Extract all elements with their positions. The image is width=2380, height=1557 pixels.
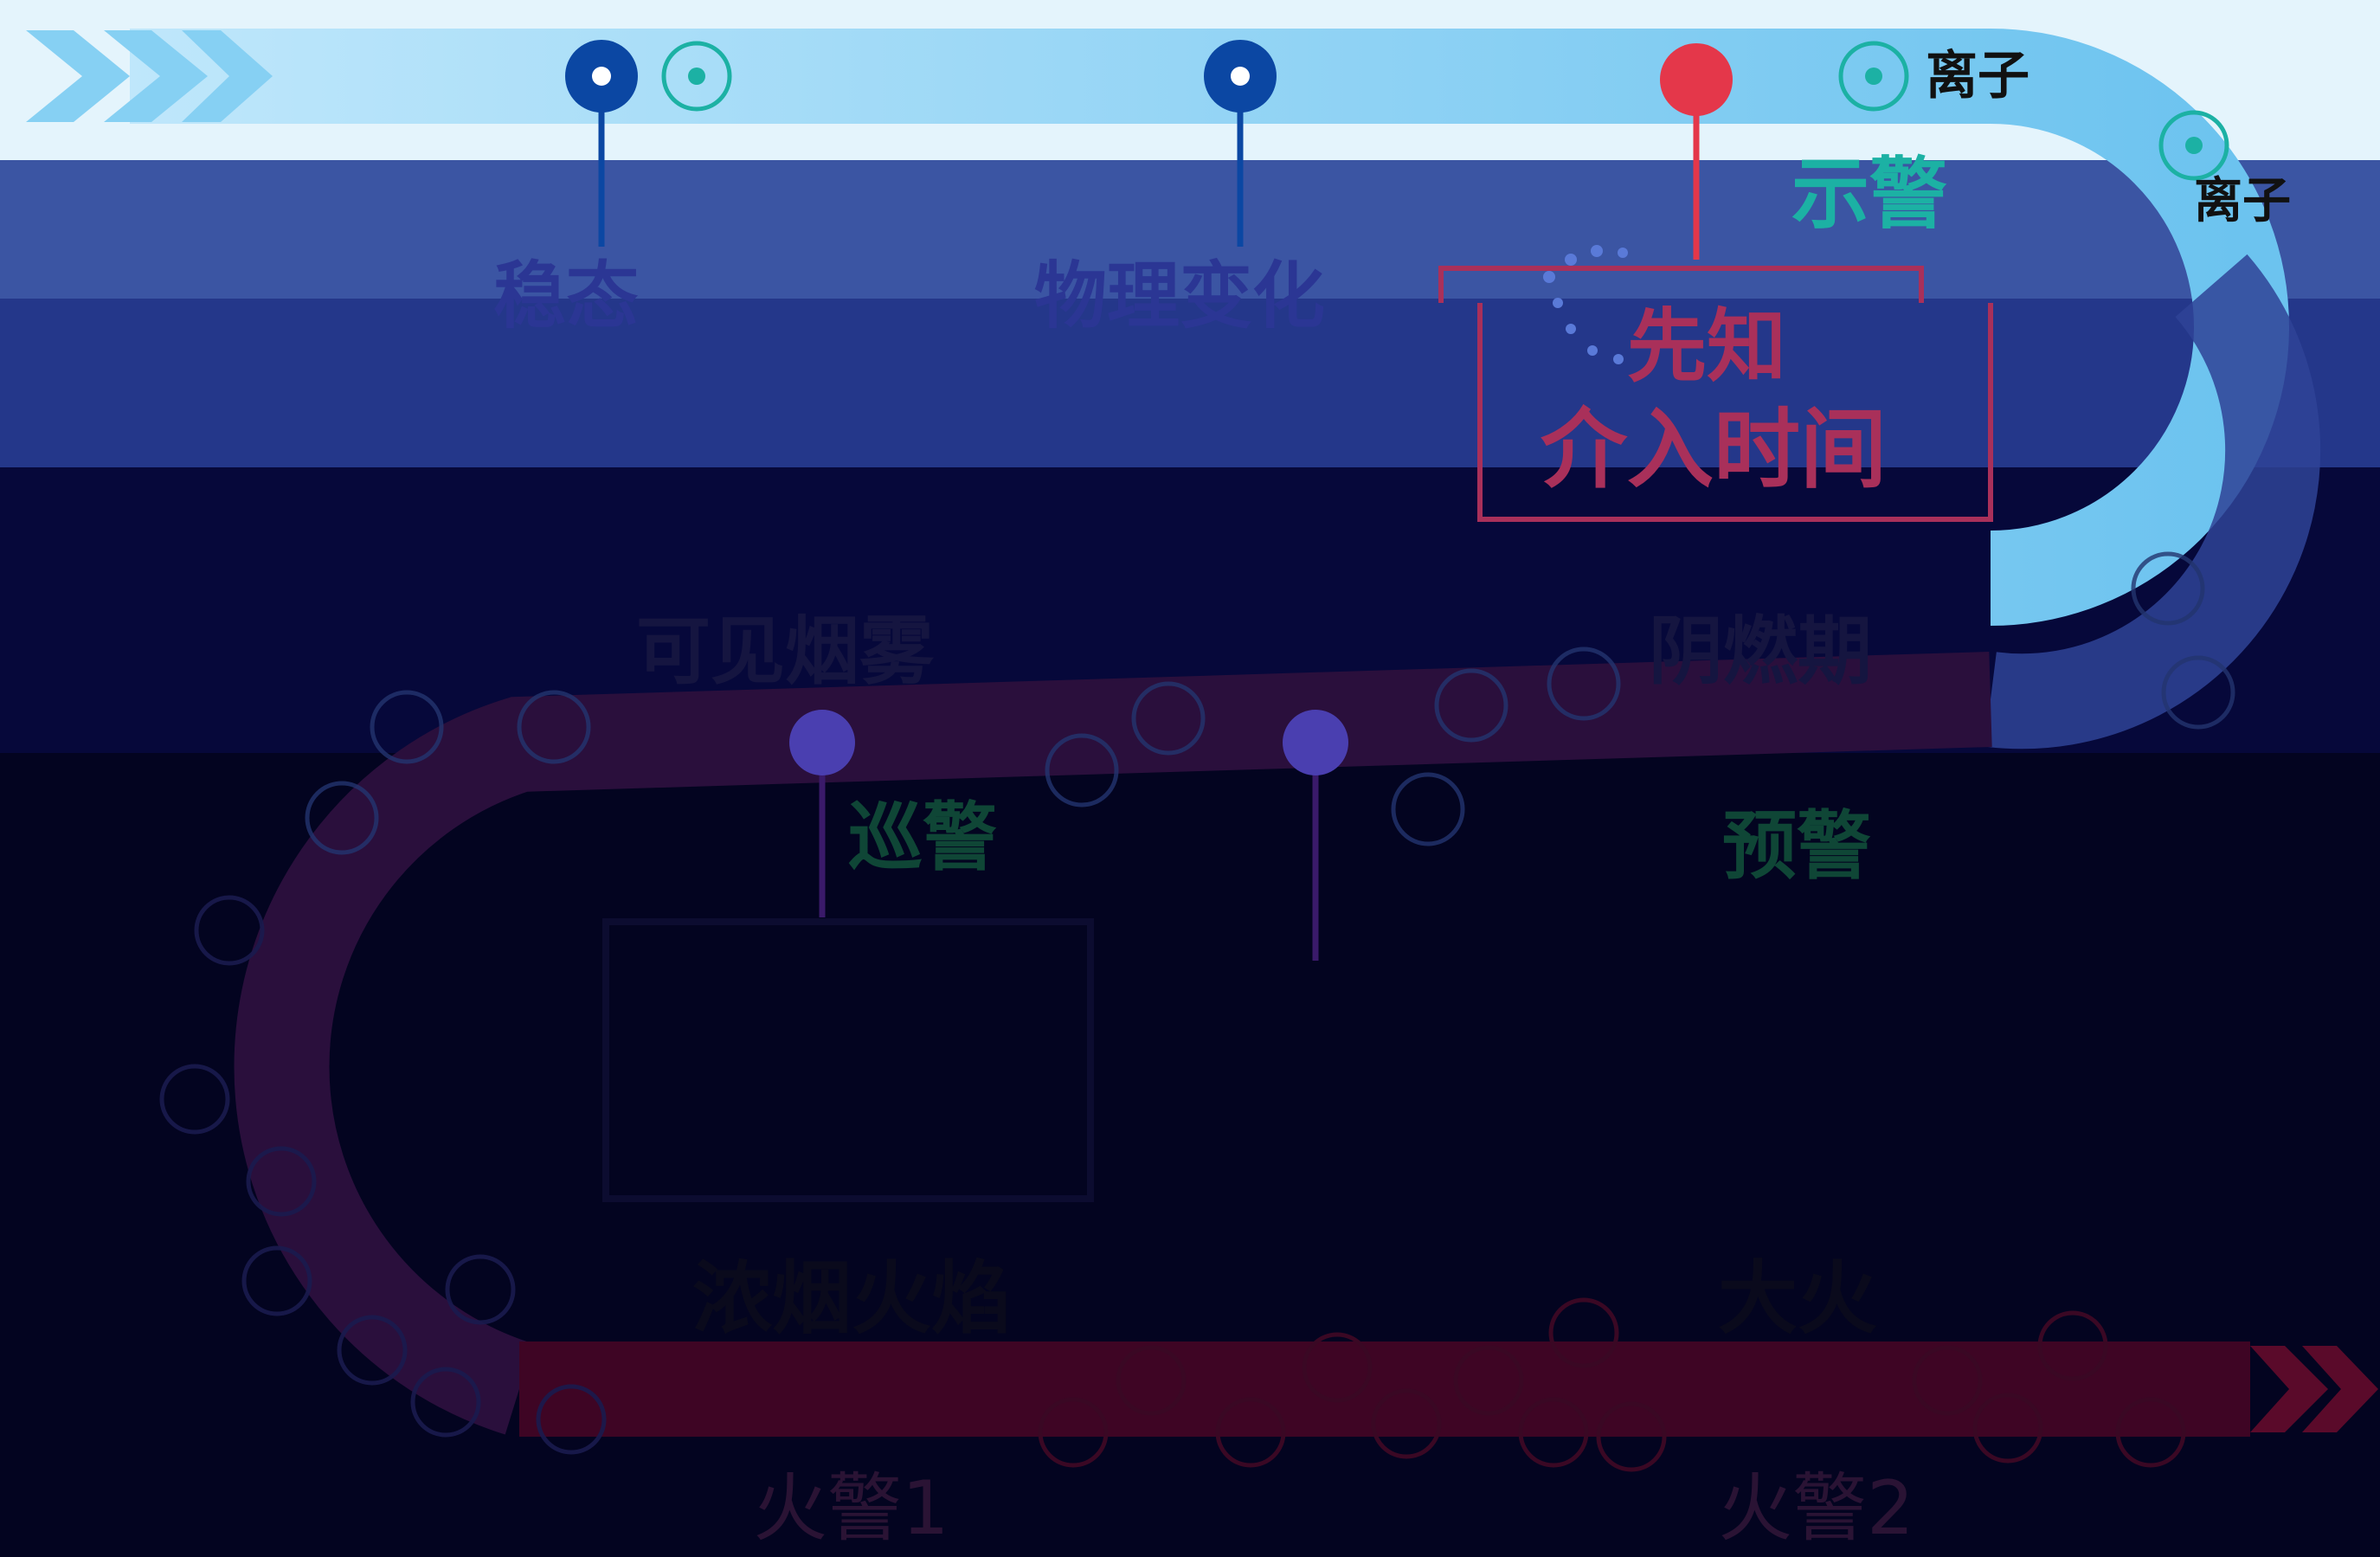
stage-label-visible-smoke: 可见烟雾 [636,608,934,695]
background-band-3 [0,299,2380,467]
location-pin-icon-prewarn [1283,710,1348,961]
warning-label-fire-1: 火警1 [753,1465,949,1552]
stage-label-smoldering: 阴燃期 [1649,608,1872,695]
warning-label-show: 示警 [1791,149,1947,240]
location-pin-icon-physical [1204,40,1277,247]
warning-label-patrol: 巡警 [848,795,997,881]
callout-line-2: 介入时间 [1541,399,1887,500]
callout-spinner-icon [1543,245,1628,364]
ion-particle-icon-group [159,41,2235,1472]
stage-label-steady: 稳态 [493,254,640,338]
chevron-arrow-icon-end [2250,1346,2378,1432]
chevron-arrow-icon [26,30,273,122]
callout-line-1: 先知 [1627,300,1787,393]
track-middle-segment [234,652,1992,1435]
stage-label-big-fire: 大火 [1718,1252,1878,1345]
ion-label-right: 离子 [2194,173,2291,229]
ion-label-top: 离子 [1926,46,2029,106]
faint-box [602,918,1094,1202]
location-pin-icon-warning [1660,43,1733,260]
background-band-2 [0,160,2380,299]
stage-label-physical-change: 物理变化 [1034,254,1326,338]
stage-label-dense-smoke-flame: 浓烟火焰 [692,1252,1012,1345]
callout-bracket [1438,266,1993,522]
warning-label-pre: 预警 [1722,803,1871,890]
track-upper-right-curve [1984,254,2321,750]
location-pin-icon-steady [565,40,638,247]
location-pin-icon-patrol [789,710,855,917]
warning-label-fire-2: 火警2 [1718,1465,1914,1552]
